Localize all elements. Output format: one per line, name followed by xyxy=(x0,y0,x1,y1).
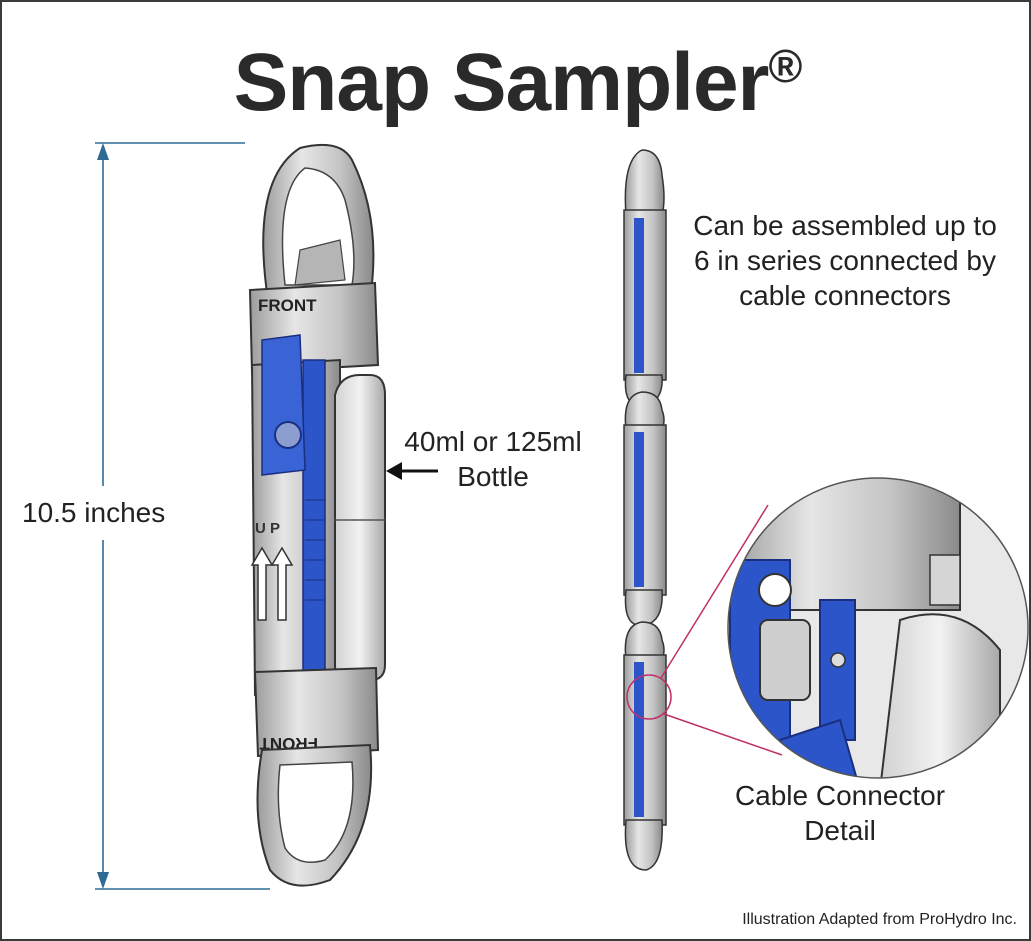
cable-connector-detail xyxy=(727,477,1029,779)
up-label: U P xyxy=(255,520,280,537)
detail-label: Cable Connector Detail xyxy=(734,780,946,846)
dimension-label: 10.5 inches xyxy=(22,497,166,528)
credit-text: Illustration Adapted from ProHydro Inc. xyxy=(742,911,1017,928)
main-sampler: FRONT U P FRONT xyxy=(248,144,386,887)
sampler-series xyxy=(623,149,667,871)
bottle-arrow xyxy=(386,462,438,480)
bottle-label: 40ml or 125ml Bottle xyxy=(404,426,582,492)
series-unit-1 xyxy=(623,149,667,407)
series-label: Can be assembled up to 6 in series conne… xyxy=(693,210,997,311)
registered-mark: ® xyxy=(768,40,802,92)
series-unit-3 xyxy=(623,621,667,871)
front-label-top: FRONT xyxy=(258,296,317,315)
detail-callout xyxy=(626,504,783,756)
dimension-line xyxy=(95,142,270,890)
series-unit-2 xyxy=(623,391,667,627)
page-title: Snap Sampler® xyxy=(233,37,803,128)
